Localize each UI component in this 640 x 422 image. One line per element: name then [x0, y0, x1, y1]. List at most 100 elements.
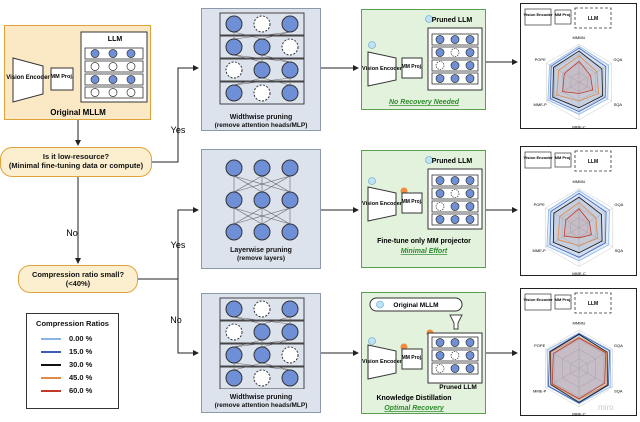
neuron-node: [108, 75, 118, 84]
radar-axis-label: MME-C: [572, 124, 586, 129]
res3-title: Pruned LLM: [439, 384, 477, 391]
neuron-node: [253, 15, 271, 33]
neuron-node: [450, 176, 460, 185]
neuron-node: [450, 48, 460, 57]
label-no-2: No: [170, 315, 182, 325]
neuron-node: [465, 35, 475, 44]
neuron-node: [450, 215, 460, 224]
legend-swatch: [41, 337, 61, 340]
decision-compression: Compression ratio small? (<40%): [18, 265, 138, 293]
mini-proj-shape: [554, 152, 572, 168]
radar-series-3: [556, 55, 600, 102]
result-graphic-2: Pruned LLM Vision Encoder MM Proj. Fine-…: [362, 156, 483, 255]
neuron-node: [465, 351, 475, 360]
neuron-node: [435, 176, 445, 185]
radar-axis-label: MME-P: [533, 248, 547, 253]
legend-label: 60.0 %: [69, 386, 93, 395]
neuron-node: [465, 189, 475, 198]
neuron-node: [225, 84, 243, 102]
radar-grid-ring: [545, 329, 613, 408]
prune1-line2: (remove attention heads/MLP): [214, 122, 308, 129]
neuron-node: [465, 61, 475, 70]
res1-proj: MM Proj.: [402, 64, 423, 70]
neuron-node: [225, 223, 243, 241]
neuron-node: [90, 75, 100, 84]
legend-swatch: [41, 350, 61, 353]
res2-proj: MM Proj.: [402, 199, 423, 205]
radar-spoke: [578, 63, 612, 83]
radar-series-0: [547, 45, 609, 115]
mini-proj-label: MM Proj.: [555, 12, 572, 17]
neuron-node: [253, 61, 271, 79]
prune2-line2: (remove layers): [236, 255, 286, 262]
neuron-node: [225, 191, 243, 209]
prune3-line1: Widthwise pruning: [229, 394, 293, 401]
res1-encoder: Vision Encoder: [362, 66, 403, 72]
radar-series-4: [551, 337, 607, 400]
encoder-label: Vision Encoder: [6, 75, 50, 81]
res2-note: Minimal Effort: [401, 248, 448, 255]
q1-line2: (Minimal fine-tuning data or compute): [8, 161, 144, 170]
neuron-node: [281, 300, 299, 318]
proj-shape: [401, 57, 423, 79]
neuron-node: [225, 159, 243, 177]
mini-encoder-shape: [524, 151, 552, 169]
funnel-icon: [449, 314, 463, 330]
legend-item: 0.00 %: [27, 332, 118, 345]
legend-title: Compression Ratios: [36, 319, 109, 328]
mini-encoder-shape: [524, 8, 552, 26]
neuron-node: [225, 38, 243, 56]
vision-encoder-shape: [367, 344, 397, 380]
neuron-node: [225, 15, 243, 33]
mini-llm-label: LLM: [588, 159, 598, 165]
neuron-node: [90, 88, 100, 97]
mini-proj-shape: [554, 9, 572, 25]
radar-axis-label: SQA: [615, 248, 624, 253]
neuron-node: [253, 84, 271, 102]
neuron-node: [435, 48, 445, 57]
radar-axis-label: SQA: [614, 102, 623, 107]
neuron-node: [435, 61, 445, 70]
radar-axis-label: GQA: [613, 57, 622, 62]
q2-line1: Compression ratio small?: [31, 270, 125, 279]
neuron-node: [281, 223, 299, 241]
radar-series-2: [549, 333, 609, 403]
neuron-node: [281, 346, 299, 364]
neuron-node: [225, 369, 243, 387]
neuron-node: [253, 191, 271, 209]
widthwise-net-2: [219, 297, 305, 390]
radar-axis-label: POPE: [535, 57, 546, 62]
neuron-node: [435, 364, 445, 373]
neuron-node: [450, 61, 460, 70]
radar-series-4: [562, 60, 594, 94]
result-graphic-3: Original MLLM Vision Encoder MM Proj. Pr…: [362, 297, 483, 412]
vision-encoder-shape: [367, 51, 397, 87]
radar-series-3: [557, 201, 599, 246]
res3-encoder: Vision Encoder: [362, 359, 403, 365]
neuron-node: [108, 62, 118, 71]
legend-swatch: [41, 363, 61, 366]
neuron-node: [435, 35, 445, 44]
mini-llm-shape: [574, 150, 612, 172]
neuron-node: [225, 323, 243, 341]
neuron-node: [281, 15, 299, 33]
result-graphic-1: Pruned LLM Vision Encoder MM Proj. No Re…: [362, 15, 483, 106]
neuron-node: [253, 300, 271, 318]
q2-line2: (<40%): [65, 279, 91, 288]
legend-label: 30.0 %: [69, 360, 93, 369]
mini-proj-label: MM Proj.: [555, 155, 572, 160]
radar-axis-label: MMMU: [573, 35, 586, 40]
legend-item: 60.0 %: [27, 384, 118, 397]
q1-line1: Is it low-resource?: [42, 152, 110, 161]
neuron-node: [465, 176, 475, 185]
mini-proj-label: MM Proj.: [555, 297, 572, 302]
radar-spoke: [578, 227, 613, 248]
radar-spoke: [546, 63, 580, 83]
radar-axis-label: MMMU: [573, 321, 586, 326]
neuron-node: [126, 75, 136, 84]
legend-rows: 0.00 %15.0 %30.0 %45.0 %60.0 %: [27, 332, 118, 397]
neuron-node: [450, 189, 460, 198]
neuron-node: [450, 364, 460, 373]
